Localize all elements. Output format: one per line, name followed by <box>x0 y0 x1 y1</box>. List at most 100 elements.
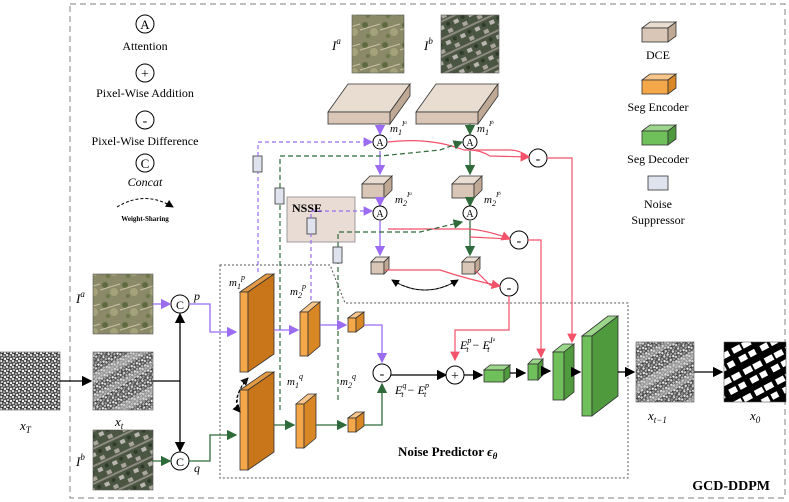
legend-addition: + Pixel-Wise Addition <box>96 63 194 100</box>
svg-text:C: C <box>176 298 184 312</box>
svg-text:DCE: DCE <box>646 48 670 62</box>
svg-text:-: - <box>143 114 148 129</box>
noise-suppressor-3 <box>332 246 343 264</box>
legend-concat: C Concat <box>128 153 163 189</box>
label-ia-top: Ia <box>331 36 341 53</box>
dce-block-b1 <box>415 82 499 126</box>
noise-suppressor-nsse <box>306 217 317 235</box>
svg-text:A: A <box>466 138 474 149</box>
svg-text:-: - <box>507 281 512 296</box>
legend-seg-decoder: Seg Decoder <box>627 124 689 166</box>
seg-encoder-q1 <box>238 371 276 471</box>
attention-a1: A <box>372 134 388 150</box>
concat-p: C <box>170 294 190 314</box>
noise-suppressor-2 <box>274 187 285 205</box>
label-p: p <box>193 289 200 303</box>
legend-difference: - Pixel-Wise Difference <box>92 110 199 148</box>
noise-suppressor-1 <box>252 155 263 173</box>
image-ia-left <box>92 273 154 335</box>
label-m2-ib: m2Ib <box>484 191 501 208</box>
svg-text:C: C <box>141 156 150 171</box>
seg-encoder-q2 <box>294 393 318 449</box>
seg-decoder-3 <box>551 343 576 401</box>
svg-text:C: C <box>176 455 184 469</box>
concat-q: C <box>170 451 190 471</box>
label-ib-left: Ib <box>75 452 85 469</box>
svg-text:Weight-Sharing: Weight-Sharing <box>121 215 169 223</box>
image-xT <box>0 351 61 411</box>
label-m1q: m1q <box>287 372 303 390</box>
dce-block-a1 <box>327 82 411 126</box>
legend-seg-encoder: Seg Encoder <box>628 73 689 114</box>
image-xt-1 <box>635 341 695 403</box>
svg-text:-: - <box>536 152 541 167</box>
svg-text:A: A <box>376 209 384 220</box>
legend-noise-suppressor: Noise Suppressor <box>631 175 685 227</box>
svg-text:Seg Encoder: Seg Encoder <box>628 100 689 114</box>
seg-decoder-2 <box>527 358 544 381</box>
image-ib-top <box>440 14 500 74</box>
dce-block-a2 <box>361 175 393 199</box>
svg-text:Seg Decoder: Seg Decoder <box>627 152 689 166</box>
image-x0 <box>723 341 787 403</box>
seg-encoder-p1 <box>238 273 276 373</box>
label-xT: xT <box>19 418 32 435</box>
svg-text:A: A <box>376 138 384 149</box>
svg-text:Concat: Concat <box>128 175 163 189</box>
dce-block-a3 <box>370 256 390 275</box>
legend-attention: A Attention <box>122 14 168 53</box>
noise-predictor-region <box>219 264 629 479</box>
difference-encoder: - <box>372 363 392 383</box>
frame-title: GCD-DDPM <box>692 479 770 494</box>
noise-predictor-label: Noise Predictor ϵθ <box>398 444 498 461</box>
label-xt: xt <box>114 414 124 431</box>
svg-text:-: - <box>380 367 385 382</box>
difference-1: - <box>528 148 548 168</box>
svg-text:Attention: Attention <box>122 39 167 53</box>
svg-text:Noise: Noise <box>644 197 672 211</box>
svg-text:+: + <box>451 369 459 384</box>
seg-encoder-p2 <box>298 301 322 357</box>
nsse-label: NSSE <box>292 201 322 215</box>
attention-b1: A <box>462 134 478 150</box>
label-m1-ia: m1Ia <box>390 120 407 137</box>
dce-block-b2 <box>451 175 483 199</box>
seg-decoder-1 <box>482 364 512 383</box>
label-ib-top: Ib <box>423 36 433 53</box>
legend-dce: DCE <box>640 21 678 62</box>
image-xt <box>92 351 154 411</box>
nsse-box <box>286 196 356 243</box>
svg-text:-: - <box>517 234 522 249</box>
image-ib-left <box>92 429 154 491</box>
label-m2-ia: m2Ia <box>395 191 412 208</box>
image-ia-top <box>351 14 405 74</box>
seg-encoder-p3 <box>346 311 366 333</box>
label-x0: x0 <box>749 408 761 425</box>
label-q: q <box>194 461 200 475</box>
svg-text:Suppressor: Suppressor <box>631 213 684 227</box>
attention-b2: A <box>462 205 478 221</box>
label-xt-1: xt−1 <box>647 408 667 425</box>
difference-2: - <box>509 230 529 250</box>
svg-text:A: A <box>466 209 474 220</box>
svg-text:+: + <box>141 67 149 82</box>
svg-text:A: A <box>140 17 150 32</box>
gcd-ddpm-frame <box>69 3 786 499</box>
addition-circle: + <box>445 365 465 385</box>
dce-block-b3 <box>461 256 481 275</box>
seg-encoder-q3 <box>346 411 366 433</box>
label-ia-left: Ia <box>75 289 85 306</box>
label-m1p: m1p <box>229 273 245 291</box>
label-m2p: m2p <box>290 282 306 300</box>
label-m2q: m2q <box>340 372 356 390</box>
attention-a2: A <box>372 205 388 221</box>
seg-decoder-4 <box>580 315 620 417</box>
label-m1-ib: m1Ib <box>477 120 494 137</box>
svg-text:Pixel-Wise Difference: Pixel-Wise Difference <box>92 134 199 148</box>
legend-weight-sharing: Weight-Sharing <box>116 198 174 223</box>
svg-text:Pixel-Wise Addition: Pixel-Wise Addition <box>96 86 194 100</box>
